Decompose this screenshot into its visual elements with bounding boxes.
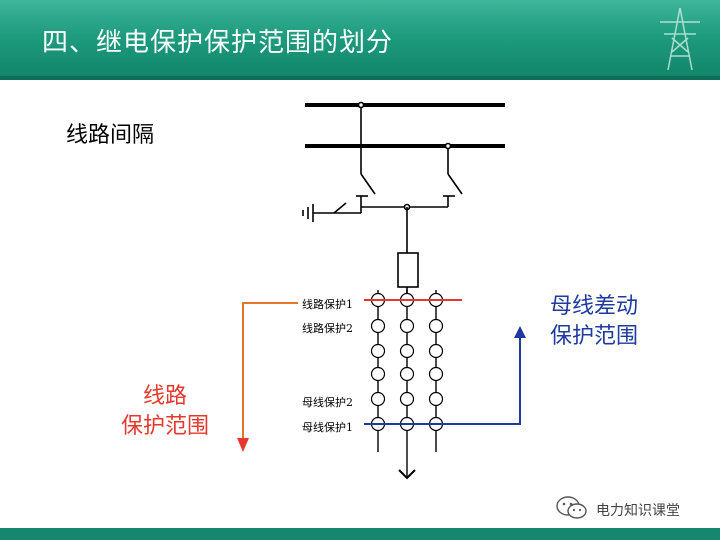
bus-range-pointer [462,336,521,425]
bus-range-label: 母线差动 保护范围 [549,294,638,349]
header-strip [0,76,720,80]
power-tower-icon [660,7,700,71]
bus-range-arrowhead [514,326,526,338]
line-range-label: 线路 保护范围 [120,384,209,439]
footer-bar [0,528,720,540]
line-range-pointer [242,302,298,440]
ct-columns [377,290,437,478]
wechat-icon [556,496,587,519]
header-bar [0,0,720,76]
label-line-protection-1: 线路保护1 [302,298,353,311]
label-line-protection-2: 线路保护2 [302,322,353,335]
bus-connections [302,101,463,253]
outgoing-arrow [398,469,416,480]
slide-title: 四、继电保护保护范围的划分 [42,28,394,58]
watermark-text: 电力知识课堂 [596,503,680,519]
circuit-breaker [397,252,419,288]
line-range-arrowhead [237,438,249,452]
label-bus-protection-2: 母线保护2 [302,396,353,409]
label-bus-protection-1: 母线保护1 [302,421,353,434]
bay-subtitle: 线路间隔 [66,123,155,148]
